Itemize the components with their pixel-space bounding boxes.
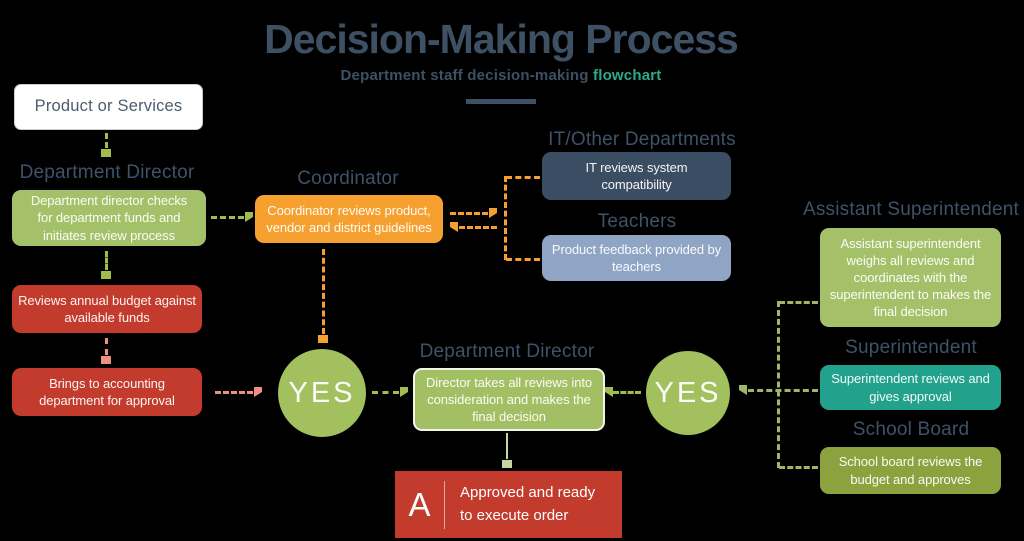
node-director-final-decision: Director takes all reviews into consider… [413, 368, 605, 431]
arrowhead-down-icon [318, 335, 328, 343]
heading-department-director: Department Director [19, 162, 195, 183]
node-reviews-budget: Reviews annual budget against available … [12, 285, 202, 333]
node-director-checks-funds: Department director checks for departmen… [12, 190, 206, 246]
arrowhead-right-icon [245, 212, 253, 222]
bracket-right-vertical [777, 301, 780, 468]
subtitle-underline [466, 99, 536, 104]
heading-school-board: School Board [852, 419, 970, 440]
arrowhead-down-icon [101, 149, 111, 157]
bracket-reviews-to-it [506, 176, 540, 179]
heading-teachers: Teachers [597, 211, 677, 232]
page-title: Decision-Making Process [264, 16, 739, 62]
arrowhead-right-icon [400, 387, 408, 397]
header: Decision-Making Process Department staff… [0, 0, 1002, 84]
bracket-to-school-board [779, 466, 818, 469]
node-school-board-approves: School board reviews the budget and appr… [820, 447, 1001, 494]
arrowhead-down-icon [502, 460, 512, 468]
arrow-yes-right-to-final [613, 391, 641, 394]
page-subtitle: Department staff decision-making flowcha… [0, 67, 1002, 84]
arrowhead-down-icon [101, 271, 111, 279]
arrow-coordinator-to-reviews [450, 212, 488, 215]
arrow-product-to-director [105, 133, 108, 148]
node-brings-accounting: Brings to accounting department for appr… [12, 368, 202, 416]
node-teacher-feedback: Product feedback provided by teachers [542, 235, 731, 281]
heading-coordinator: Coordinator [297, 168, 399, 189]
bracket-reviews-vertical [504, 176, 507, 260]
arrow-coordinator-to-yes [322, 249, 325, 334]
node-product-or-services: Product or Services [14, 84, 203, 130]
approved-letter: A [408, 485, 431, 523]
node-yes-left: YES [278, 349, 366, 437]
arrow-accounting-to-yes [215, 391, 253, 394]
arrow-bracket-to-yes-right [748, 389, 818, 392]
subtitle-highlight: flowchart [593, 67, 662, 84]
approved-text: Approved and ready to execute order [460, 484, 596, 524]
arrowhead-left-icon [450, 222, 458, 232]
arrowhead-left-icon [605, 387, 613, 397]
heading-it-other-departments: IT/Other Departments [548, 129, 736, 150]
heading-assistant-superintendent: Assistant Superintendent [802, 199, 1020, 220]
bracket-reviews-to-teachers [506, 258, 540, 261]
node-it-reviews: IT reviews system compatibility [542, 152, 731, 200]
node-assistant-weighs: Assistant superintendent weighs all revi… [820, 228, 1001, 327]
node-coordinator-reviews: Coordinator reviews product, vendor and … [255, 195, 443, 243]
heading-department-director-final: Department Director [419, 341, 595, 362]
bracket-to-assistant [779, 301, 818, 304]
node-superintendent-approval: Superintendent reviews and gives approva… [820, 365, 1001, 410]
approved-divider [444, 480, 445, 529]
arrow-reviews-to-coordinator [459, 226, 497, 229]
arrow-budget-to-accounting [105, 338, 108, 355]
arrow-yes-to-final-director [372, 391, 399, 394]
arrow-director-to-coordinator [211, 216, 244, 219]
subtitle-text: Department staff decision-making [340, 67, 593, 84]
node-approved: A Approved and ready to execute order [395, 471, 622, 538]
arrowhead-left-icon [739, 385, 747, 395]
arrow-director-to-budget [105, 251, 108, 270]
arrowhead-down-icon [101, 356, 111, 364]
arrow-final-to-approved [506, 433, 508, 459]
arrowhead-right-icon [254, 387, 262, 397]
node-yes-right: YES [646, 351, 730, 435]
heading-superintendent: Superintendent [845, 337, 977, 358]
arrowhead-right-icon [489, 208, 497, 218]
